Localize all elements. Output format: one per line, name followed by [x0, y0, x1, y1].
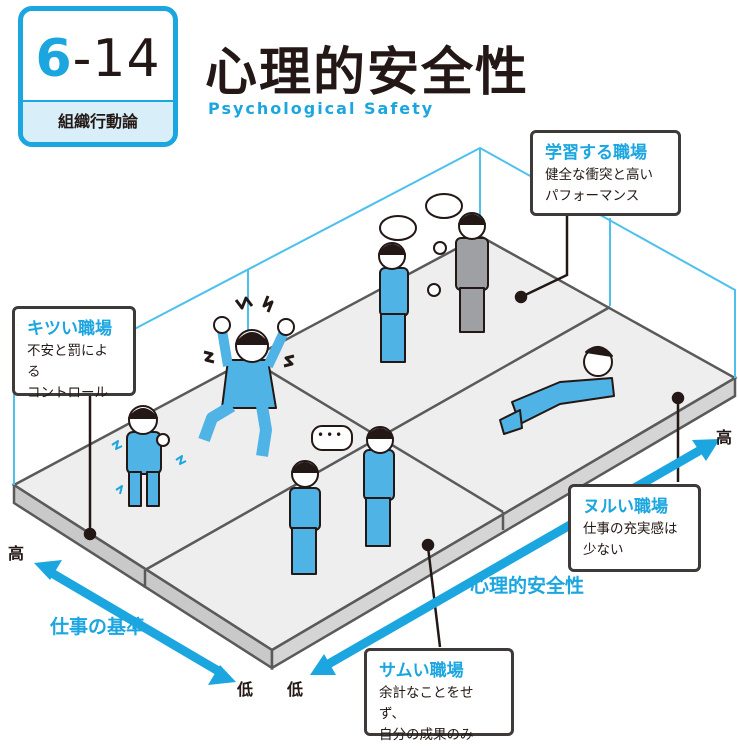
callout-pointers — [83, 213, 685, 648]
figures-apathetic — [289, 426, 395, 575]
standard-low-label: 低 — [237, 680, 254, 699]
standard-axis-title: 仕事の基準 — [50, 616, 146, 638]
callout-harsh-title: キツい職場 — [27, 319, 112, 339]
safety-axis-title: 心理的安全性 — [470, 575, 585, 597]
callout-learning-title: 学習する職場 — [545, 143, 647, 163]
callout-apathetic-line2: 自分の成果のみ — [379, 727, 474, 743]
axis-arrow-standard — [34, 560, 236, 685]
safety-low-label: 低 — [287, 680, 304, 699]
callout-harsh: キツい職場 不安と罰による コントロール — [12, 306, 136, 401]
callout-lukewarm: ヌルい職場 仕事の充実感は 少ない — [568, 484, 701, 572]
callout-lukewarm-title: ヌルい職場 — [583, 497, 668, 517]
callout-harsh-line1: 不安と罰による — [27, 343, 108, 380]
figures-learning — [378, 212, 489, 363]
figure-shivering — [111, 405, 187, 507]
figure-lying — [499, 345, 615, 435]
chapter-number: 6-14 — [23, 19, 173, 99]
callout-apathetic: サムい職場 余計なことをせず、 自分の成果のみ — [364, 648, 514, 743]
callout-learning-line1: 健全な衝突と高い — [545, 167, 653, 183]
chapter-minor: -14 — [72, 29, 161, 89]
speech-bubbles-learning — [379, 193, 463, 241]
front-walls — [13, 290, 736, 485]
standard-high-label: 高 — [8, 544, 25, 563]
callout-apathetic-title: サムい職場 — [379, 661, 464, 681]
page-title: 心理的安全性 — [205, 43, 530, 103]
speech-bubble-silent — [311, 425, 353, 451]
callout-learning: 学習する職場 健全な衝突と高い パフォーマンス — [530, 130, 681, 216]
figure-angry-boss — [198, 295, 295, 457]
safety-high-label: 高 — [716, 428, 733, 447]
callout-lukewarm-line2: 少ない — [583, 542, 624, 558]
speech-dots: ••• — [317, 428, 345, 442]
chapter-badge: 6-14 組織行動論 — [18, 6, 178, 147]
chapter-category: 組織行動論 — [23, 100, 173, 142]
page-subtitle: Psychological Safety — [208, 99, 435, 118]
callout-learning-line2: パフォーマンス — [545, 188, 640, 204]
callout-apathetic-line1: 余計なことをせず、 — [379, 685, 474, 722]
callout-lukewarm-line1: 仕事の充実感は — [583, 521, 678, 537]
callout-harsh-line2: コントロール — [27, 385, 108, 401]
chapter-major: 6 — [35, 29, 73, 89]
